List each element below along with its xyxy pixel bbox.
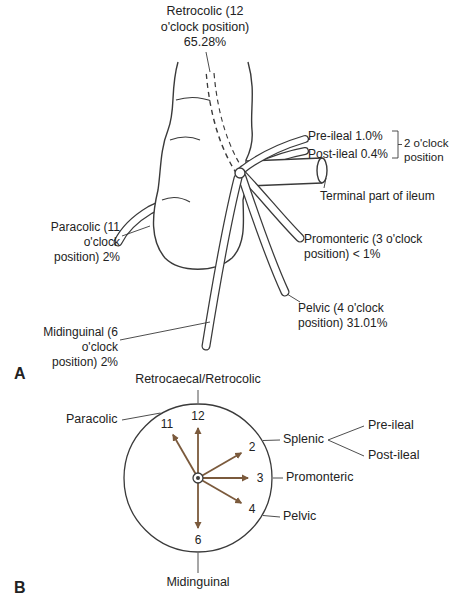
panel-letter: A xyxy=(14,364,26,384)
clock-outline xyxy=(124,404,272,552)
position-label: 2 o'clock position xyxy=(404,136,456,165)
position-label: Midinguinal xyxy=(130,575,266,591)
position-label: Paracolic xyxy=(66,412,117,428)
position-label: Paracolic (11 o'clock position) 2% xyxy=(46,220,120,265)
position-label: Splenic xyxy=(283,432,324,448)
clock-number: 4 xyxy=(240,501,264,517)
position-label: Terminal part of ileum xyxy=(320,189,435,204)
clock-center xyxy=(193,473,203,483)
clock-circle xyxy=(123,403,273,553)
haustra-lines xyxy=(162,97,214,202)
position-label: Pre-ileal xyxy=(368,418,414,434)
appendix-tubes xyxy=(206,139,305,346)
position-label: Promonteric (3 o'clock position) < 1% xyxy=(304,232,454,262)
clock-ticks xyxy=(122,390,364,573)
position-label: Pre-ileal 1.0% xyxy=(308,129,383,144)
position-label: Pelvic (4 o'clock position) 31.01% xyxy=(298,301,400,331)
position-label: Promonteric xyxy=(286,470,353,486)
clock-arrows xyxy=(173,428,248,528)
position-label: Retrocolic (12 o'clock position) 65.28% xyxy=(150,4,260,51)
appendix-base xyxy=(235,168,245,178)
position-label: Post-ileal xyxy=(368,448,419,464)
clock-number: 12 xyxy=(186,408,210,424)
position-label: Midinguinal (6 o'clock position) 2% xyxy=(40,325,118,370)
clock-center-dot xyxy=(196,476,200,480)
position-label: Post-ileal 0.4% xyxy=(308,147,388,162)
panel-letter: B xyxy=(14,578,26,598)
clock-face: 12 11 2 3 4 6 xyxy=(123,403,273,553)
caecum-outline xyxy=(154,62,253,269)
retrocolic-appendix xyxy=(210,72,240,172)
clock-number: 11 xyxy=(155,416,179,432)
clock-number: 2 xyxy=(240,439,264,455)
clock-number: 6 xyxy=(186,532,210,548)
position-label: Retrocaecal/Retrocolic xyxy=(118,372,278,388)
position-label: Pelvic xyxy=(283,509,316,525)
clock-number: 3 xyxy=(248,470,272,486)
